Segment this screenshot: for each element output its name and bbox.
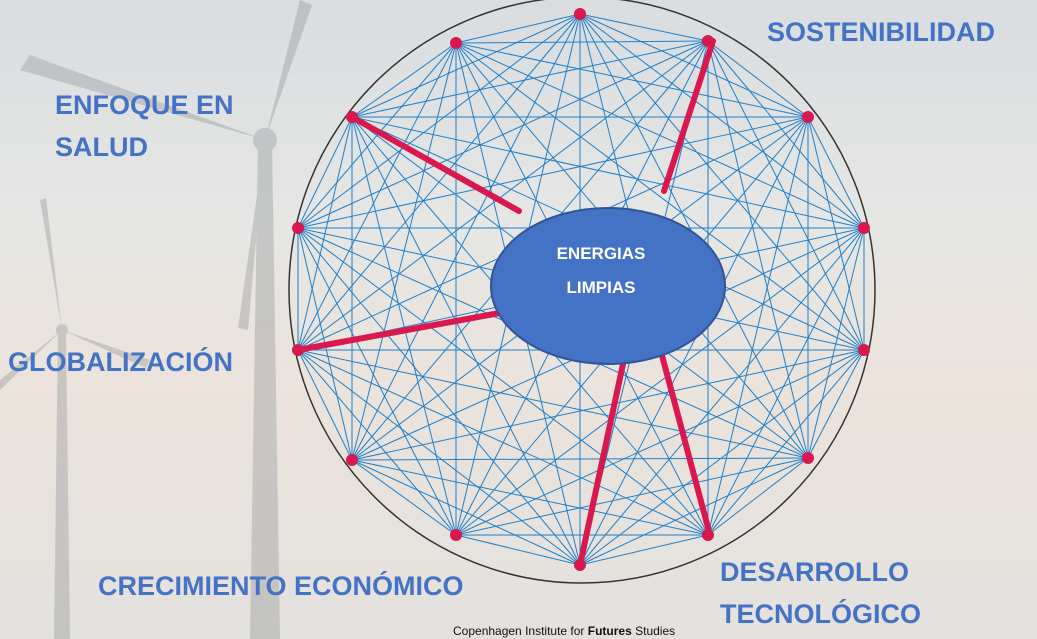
network-node [574, 559, 586, 571]
mesh-line [707, 457, 809, 536]
mesh-line [297, 349, 581, 566]
label-globalizacion: GLOBALIZACIÓN [8, 347, 233, 377]
label-crecimiento-economico: CRECIMIENTO ECONÓMICO [98, 571, 464, 601]
network-node [346, 454, 358, 466]
highlight-spokes [295, 38, 716, 568]
network-node [574, 8, 586, 20]
mesh-line [579, 13, 709, 42]
mesh-line [297, 349, 809, 459]
mesh-line [297, 116, 353, 351]
source-credit: Copenhagen Institute for Futures Studies [453, 624, 675, 638]
mesh-line [455, 42, 809, 118]
mesh-line [351, 116, 865, 229]
network-node [702, 529, 714, 541]
network-node [450, 529, 462, 541]
mesh-line [297, 349, 709, 536]
center-label-line2: LIMPIAS [567, 278, 636, 297]
mesh-line [455, 349, 865, 536]
mesh-line [297, 42, 457, 351]
mesh-line [455, 13, 581, 44]
mesh-line [351, 459, 457, 536]
mesh-line [351, 116, 581, 566]
credit-bold: Futures [587, 624, 632, 638]
mesh-line [707, 40, 809, 459]
network-node [292, 344, 304, 356]
label-salud-line1: ENFOQUE EN [55, 90, 234, 120]
mesh-line [297, 40, 709, 351]
mesh-line [579, 13, 809, 118]
mesh-line [351, 40, 709, 118]
highlight-spoke [577, 347, 629, 568]
mesh-line [579, 13, 865, 229]
mesh-line [707, 227, 865, 536]
label-desarrollo-line2: TECNOLÓGICO [720, 598, 921, 629]
center-label-line1: ENERGIAS [557, 244, 646, 263]
network-node [858, 344, 870, 356]
network-node [702, 35, 714, 47]
network-node [346, 111, 358, 123]
network-node [802, 452, 814, 464]
connection-mesh [297, 13, 865, 566]
outer-circle [288, 0, 876, 584]
mesh-line [297, 227, 457, 536]
center-node-energias-limpias [490, 207, 726, 365]
label-desarrollo-tecnologico: DESARROLLO TECNOLÓGICO [720, 552, 921, 636]
mesh-line [297, 349, 353, 461]
highlight-spoke [657, 345, 713, 538]
mesh-line [351, 42, 457, 118]
mesh-line [579, 349, 865, 566]
mesh-line [297, 13, 581, 229]
mesh-line [807, 349, 865, 459]
mesh-line [579, 116, 809, 566]
mesh-line [707, 116, 809, 536]
mesh-line [297, 227, 581, 566]
mesh-line [807, 116, 865, 351]
credit-suffix: Studies [631, 624, 676, 638]
label-sostenibilidad: SOSTENIBILIDAD [767, 17, 996, 47]
mesh-line [297, 349, 457, 536]
network-node [802, 111, 814, 123]
mesh-line [351, 349, 865, 461]
mesh-line [455, 227, 865, 536]
mesh-line [297, 116, 809, 229]
mesh-line [297, 116, 353, 229]
network-node [858, 222, 870, 234]
mesh-line [297, 42, 457, 229]
mesh-line [351, 42, 457, 461]
network-node [292, 222, 304, 234]
mesh-line [579, 227, 865, 566]
highlight-spoke [295, 309, 508, 353]
credit-prefix: Copenhagen Institute for [453, 624, 588, 638]
mesh-line [455, 42, 865, 351]
label-enfoque-en-salud: ENFOQUE EN SALUD [55, 85, 234, 169]
mesh-line [455, 457, 809, 536]
mesh-line [707, 40, 865, 229]
mesh-line [707, 349, 865, 536]
node-group [292, 8, 870, 571]
mesh-line [455, 42, 865, 229]
highlight-spoke [349, 114, 522, 214]
mesh-line [351, 13, 581, 461]
mesh-line [351, 13, 581, 118]
network-node [450, 37, 462, 49]
mesh-line [455, 534, 581, 566]
mesh-line [297, 227, 709, 536]
mesh-line [351, 116, 457, 536]
mesh-line [455, 40, 709, 44]
mesh-line [707, 40, 809, 118]
label-desarrollo-line1: DESARROLLO [720, 557, 909, 587]
mesh-line [579, 534, 709, 566]
label-salud-line2: SALUD [55, 131, 148, 162]
mesh-line [579, 457, 809, 566]
mesh-line [351, 459, 709, 536]
mesh-line [807, 227, 865, 459]
mesh-line [807, 116, 865, 229]
mesh-line [351, 459, 581, 566]
highlight-spoke [661, 38, 716, 194]
mesh-line [351, 457, 809, 461]
mesh-line [707, 40, 865, 351]
